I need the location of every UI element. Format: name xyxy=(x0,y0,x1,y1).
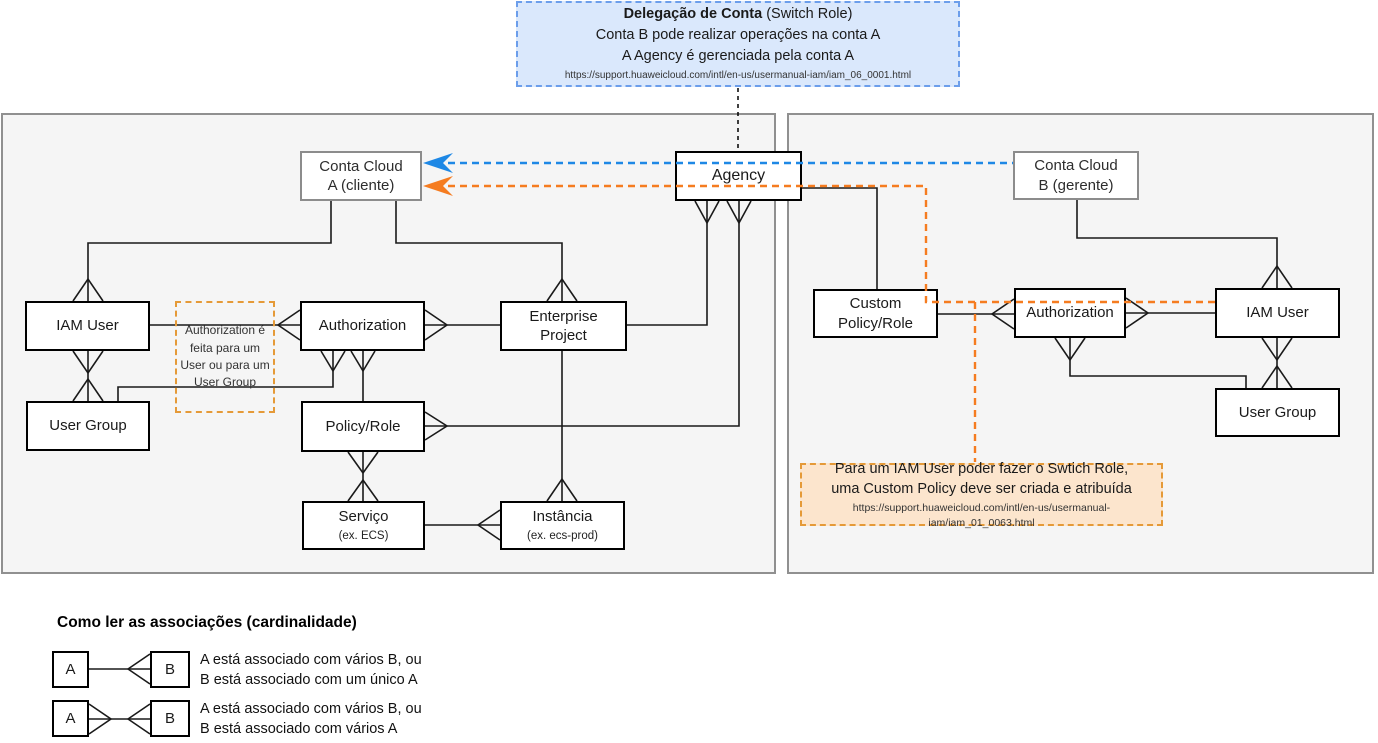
delegation-note-title-bold: Delegação de Conta xyxy=(623,6,763,23)
entity-servico-example: (ex. ECS) xyxy=(338,529,389,542)
entity-iam-user-b: IAM User xyxy=(1215,288,1340,338)
entity-authorization-a-label: Authorization xyxy=(318,317,407,335)
entity-authorization-b: Authorization xyxy=(1014,288,1126,338)
entity-custom-policy-role-label: Custom Policy/Role xyxy=(837,295,914,332)
legend-box-b1: B xyxy=(150,651,190,688)
legend-row1-line2: B está associado com um único A xyxy=(200,672,418,689)
delegation-note-url: https://support.huaweicloud.com/intl/en-… xyxy=(564,70,912,82)
legend-box-a2-label: A xyxy=(65,710,76,727)
entity-enterprise-project-label: Enterprise Project xyxy=(529,307,598,345)
entity-iam-user-b-label: IAM User xyxy=(1246,304,1309,322)
entity-enterprise-project: Enterprise Project xyxy=(500,301,627,351)
entity-policy-role-label: Policy/Role xyxy=(325,417,401,435)
entity-conta-cloud-a: Conta Cloud A (cliente) xyxy=(300,151,422,201)
delegation-note-title-rest: (Switch Role) xyxy=(762,6,853,23)
delegation-note: Delegação de Conta (Switch Role) Conta B… xyxy=(516,1,960,87)
entity-conta-cloud-b: Conta Cloud B (gerente) xyxy=(1013,151,1139,200)
entity-instancia-example: (ex. ecs-prod) xyxy=(527,529,598,542)
entity-iam-user-a: IAM User xyxy=(25,301,150,351)
entity-agency-label: Agency xyxy=(711,166,766,184)
authorization-note: Authorization é feita para um User ou pa… xyxy=(175,301,275,413)
custom-policy-note: Para um IAM User poder fazer o Swtich Ro… xyxy=(800,461,1163,529)
delegation-note-line3: A Agency é gerenciada pela conta A xyxy=(621,48,855,65)
delegation-note-line2: Conta B pode realizar operações na conta… xyxy=(595,27,881,44)
custom-policy-note-line1: Para um IAM User poder fazer o Swtich Ro… xyxy=(834,460,1129,477)
entity-authorization-b-label: Authorization xyxy=(1026,304,1114,322)
entity-servico: Serviço (ex. ECS) xyxy=(302,501,425,550)
legend-box-b1-label: B xyxy=(164,661,175,678)
legend-title: Como ler as associações (cardinalidade) xyxy=(57,614,357,631)
entity-user-group-a: User Group xyxy=(26,401,150,451)
custom-policy-note-line2: uma Custom Policy deve ser criada e atri… xyxy=(831,480,1132,497)
delegation-note-title: Delegação de Conta (Switch Role) xyxy=(624,4,853,25)
entity-user-group-b-label: User Group xyxy=(1238,403,1317,421)
entity-user-group-b: User Group xyxy=(1215,388,1340,437)
entity-instancia: Instância (ex. ecs-prod) xyxy=(500,501,625,550)
entity-authorization-a: Authorization xyxy=(300,301,425,351)
entity-instancia-label: Instância xyxy=(532,508,593,526)
legend-row1-line1: A está associado com vários B, ou xyxy=(200,652,422,668)
custom-policy-note-url: https://support.huaweicloud.com/intl/en-… xyxy=(852,502,1111,529)
entity-iam-user-a-label: IAM User xyxy=(56,317,119,335)
entity-conta-cloud-b-label: Conta Cloud B (gerente) xyxy=(1034,157,1118,194)
legend-box-a1: A xyxy=(52,651,89,688)
legend-box-a2: A xyxy=(52,700,89,737)
legend-box-b2-label: B xyxy=(164,710,175,727)
entity-custom-policy-role: Custom Policy/Role xyxy=(813,289,938,338)
legend-edge-one-to-many xyxy=(89,653,151,685)
entity-servico-label: Serviço xyxy=(338,508,389,526)
legend-box-a1-label: A xyxy=(65,661,76,678)
legend-row2-line2: B está associado com vários A xyxy=(200,721,398,738)
legend-edge-many-to-many xyxy=(88,703,151,735)
legend-box-b2: B xyxy=(150,700,190,737)
entity-agency: Agency xyxy=(675,151,802,201)
entity-user-group-a-label: User Group xyxy=(49,417,127,435)
legend-row2-line1: A está associado com vários B, ou xyxy=(200,701,422,717)
entity-policy-role: Policy/Role xyxy=(301,401,425,452)
authorization-note-text: Authorization é feita para um User ou pa… xyxy=(180,323,270,390)
entity-conta-cloud-a-label: Conta Cloud A (cliente) xyxy=(319,157,403,195)
legend-row2-text: A está associado com vários B, ou B está… xyxy=(200,699,422,740)
legend-row1-text: A está associado com vários B, ou B está… xyxy=(200,650,422,691)
